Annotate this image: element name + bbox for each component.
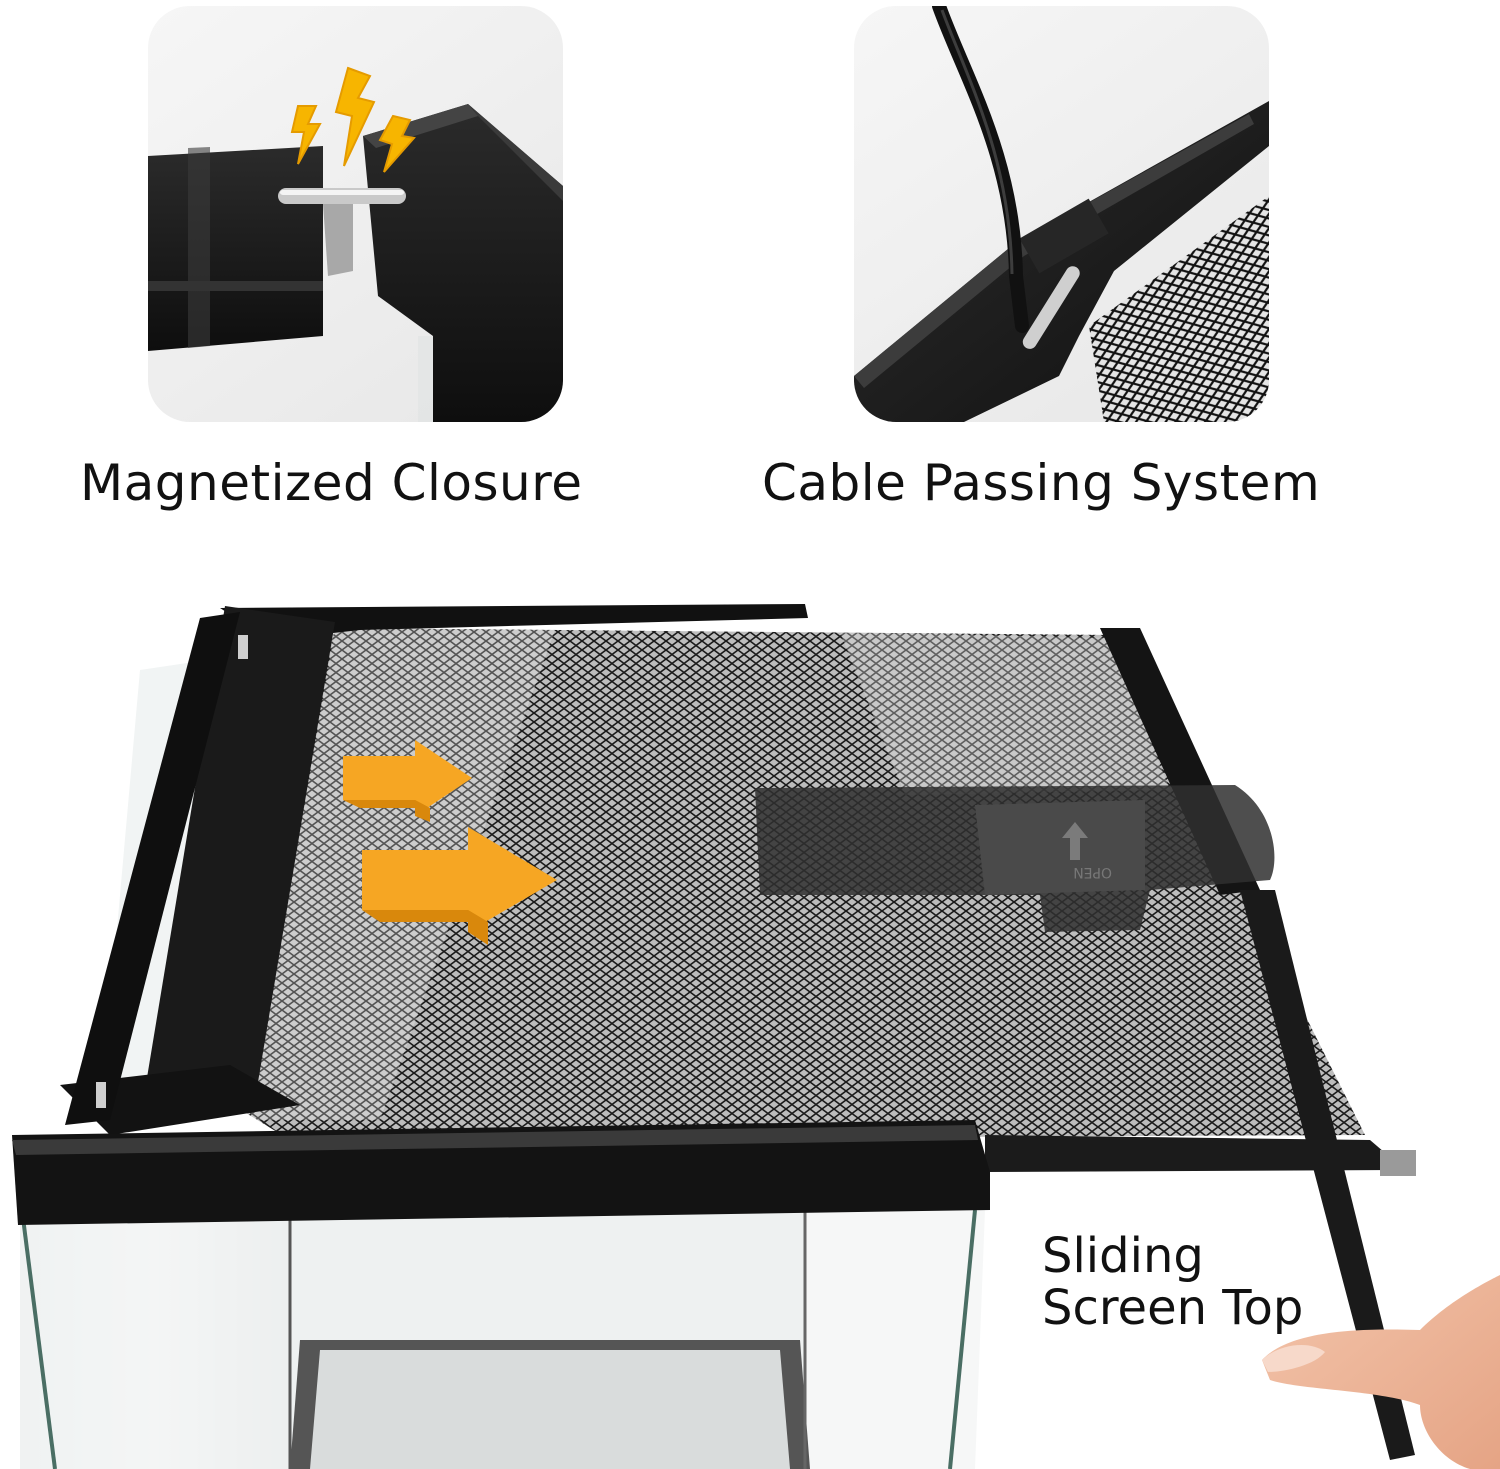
magnetized-closure-illustration xyxy=(148,66,563,422)
cable-passing-caption: Cable Passing System xyxy=(762,454,1321,512)
terrarium-illustration: OPEN xyxy=(12,604,1500,1469)
up-arrow-icon xyxy=(1062,822,1088,860)
cable-passing-photo xyxy=(854,6,1269,422)
arrow-right-icon xyxy=(362,827,557,945)
terrarium-photo: OPEN xyxy=(0,560,1500,1469)
label-line-1: Sliding xyxy=(1042,1228,1204,1284)
lightning-icon xyxy=(290,66,416,173)
hand xyxy=(1262,1275,1500,1469)
magnetized-closure-photo xyxy=(148,6,563,422)
handle-open-text: OPEN xyxy=(1073,864,1112,880)
arrow-right-icon xyxy=(343,740,472,822)
label-line-2: Screen Top xyxy=(1042,1280,1304,1336)
cable-passing-illustration xyxy=(854,6,1269,422)
sliding-screen-top-label: Sliding Screen Top xyxy=(1042,1230,1303,1334)
magnetized-closure-caption: Magnetized Closure xyxy=(80,454,583,512)
